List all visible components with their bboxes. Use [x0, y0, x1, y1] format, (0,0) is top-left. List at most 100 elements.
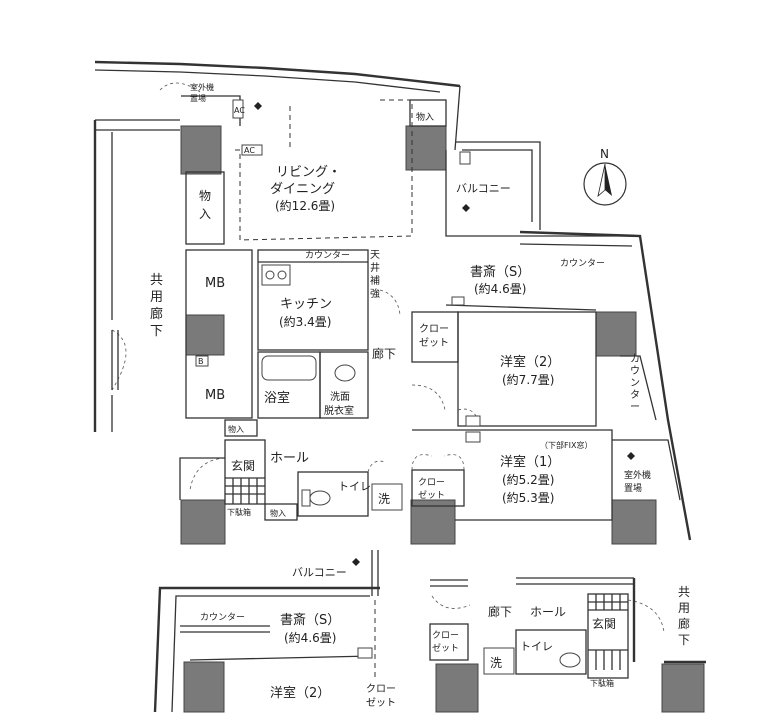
washroom-label-2: 脱衣室 — [324, 404, 354, 417]
washer-pan — [371, 483, 403, 511]
bl-column — [183, 661, 225, 713]
living-area: (約12.6畳) — [275, 198, 335, 213]
entrance-door-swing — [189, 457, 226, 491]
w2-counter-line — [620, 355, 657, 421]
mb-area — [185, 249, 253, 419]
top-inner-wall — [94, 69, 441, 93]
br-entrance — [587, 593, 629, 679]
column-7 — [611, 499, 657, 545]
w1-switch — [465, 431, 481, 443]
corridor-label: 廊下 — [372, 346, 396, 361]
ac-unit-top — [232, 99, 244, 119]
bl-switch — [357, 647, 373, 659]
main-plan: 室外機 置場 AC AC リビング・ ダイニング (約12.6畳) 物入 物 入… — [93, 60, 692, 545]
br-common-1: 共 — [678, 585, 690, 599]
balcony-walls — [455, 141, 541, 230]
outdoor-right-label-2: 置場 — [624, 482, 642, 494]
study-wall-top — [445, 150, 640, 237]
burner-1-icon — [265, 270, 275, 280]
study-counter-line — [519, 243, 633, 247]
corridor-top-wall — [95, 119, 180, 131]
entrance-tile-grid — [225, 477, 265, 504]
mb-label-2: MB — [205, 388, 225, 403]
w2-counter-4: タ — [630, 389, 640, 401]
br-toilet-room — [515, 629, 587, 675]
fix-window-label: （下部FIX窓） — [540, 440, 592, 450]
ac-label-living: AC — [244, 146, 255, 155]
washbasin-icon — [334, 364, 356, 382]
column-3 — [185, 314, 225, 356]
w2-counter-5: ー — [630, 402, 640, 413]
outdoor-unit-label-1: 室外機 — [190, 82, 214, 92]
br-shoebox-label: 下駄箱 — [590, 678, 614, 688]
storage-left — [185, 171, 225, 245]
common-corridor-1: 共 — [150, 273, 163, 288]
br-toilet-label: トイレ — [520, 640, 553, 653]
br-common-3: 廊 — [678, 616, 690, 631]
toilet-bowl-icon — [309, 490, 331, 506]
entrance-door[interactable] — [179, 457, 225, 500]
storage-left-label-1: 物 — [199, 189, 211, 203]
study-area: (約4.6畳) — [474, 281, 526, 296]
br-common-2: 用 — [678, 601, 690, 615]
western2-name: 洋室（2） — [500, 354, 560, 370]
bl-room-divider — [189, 655, 373, 661]
corridor-door[interactable] — [111, 330, 119, 390]
washroom-label-1: 洗面 — [330, 391, 350, 403]
bathtub-icon — [261, 355, 317, 381]
entrance-storage — [224, 419, 258, 437]
variant-bottom-left: バルコニー カウンター 書斎（S） (約4.6畳) 洋室（2） クロー ゼット — [153, 550, 396, 713]
br-closet-label-1: クロー — [432, 630, 459, 641]
br-entrance-tile-grid — [588, 594, 628, 670]
br-door-swing-1 — [431, 595, 471, 609]
outdoor-door-swing — [159, 82, 201, 93]
column-5 — [180, 499, 226, 545]
bl-closet-label-1: クロー — [366, 683, 396, 695]
study-bottom-wall — [445, 304, 597, 311]
washer-label: 洗 — [378, 492, 390, 506]
column-2 — [405, 125, 447, 171]
closet-room-1 — [411, 469, 465, 507]
br-washer-label: 洗 — [490, 656, 502, 670]
br-corridor-label: 廊下 — [488, 604, 512, 619]
b-label: B — [198, 357, 204, 366]
corridor-door-swing-1 — [379, 289, 401, 316]
ceiling-label-2: 井 — [370, 261, 380, 274]
br-entrance-label: 玄関 — [592, 616, 616, 631]
common-corridor-3: 廊 — [150, 306, 163, 322]
storage-top-right-label: 物入 — [416, 111, 434, 123]
bl-balcony-wall — [371, 550, 379, 596]
outdoor-unit-label-2: 置場 — [190, 93, 206, 103]
closet-1-door-swing — [411, 454, 465, 471]
closet-2-label-1: クロー — [419, 323, 449, 335]
closet-1-label-1: クロー — [418, 477, 445, 488]
closet-room-2 — [411, 311, 459, 363]
w2-door-swing — [457, 408, 481, 427]
outdoor-right-label-1: 室外機 — [624, 469, 651, 481]
ceiling-label-1: 天 — [370, 250, 380, 261]
storage-left-label-2: 入 — [199, 207, 211, 221]
western-room-2 — [457, 311, 597, 427]
w2-counter-1: カ — [630, 353, 640, 365]
w2-counter-3: ン — [630, 378, 640, 389]
burner-2-icon — [277, 270, 287, 280]
corridor-door-swing-2 — [411, 384, 446, 411]
north-arrow-icon — [605, 164, 612, 196]
w2-switch — [465, 415, 481, 427]
top-right-wall — [454, 85, 461, 151]
b-box — [195, 355, 209, 367]
mb-label-1: MB — [205, 276, 225, 291]
bl-exterior-wall — [153, 586, 380, 713]
living-name-2: ダイニング — [270, 182, 335, 197]
br-common-4: 下 — [678, 633, 690, 647]
kitchen-area: (約3.4畳) — [279, 314, 331, 329]
kitchen-room — [257, 249, 369, 351]
column-1 — [180, 125, 222, 175]
hall-label: ホール — [270, 451, 309, 466]
kitchen-counter-label: カウンター — [305, 250, 350, 261]
br-column-1 — [435, 663, 479, 713]
common-corridor-2: 用 — [150, 290, 163, 305]
closet-1-label-2: ゼット — [418, 489, 445, 501]
br-toilet-bowl-icon — [559, 652, 581, 668]
toilet-label: トイレ — [338, 480, 371, 493]
